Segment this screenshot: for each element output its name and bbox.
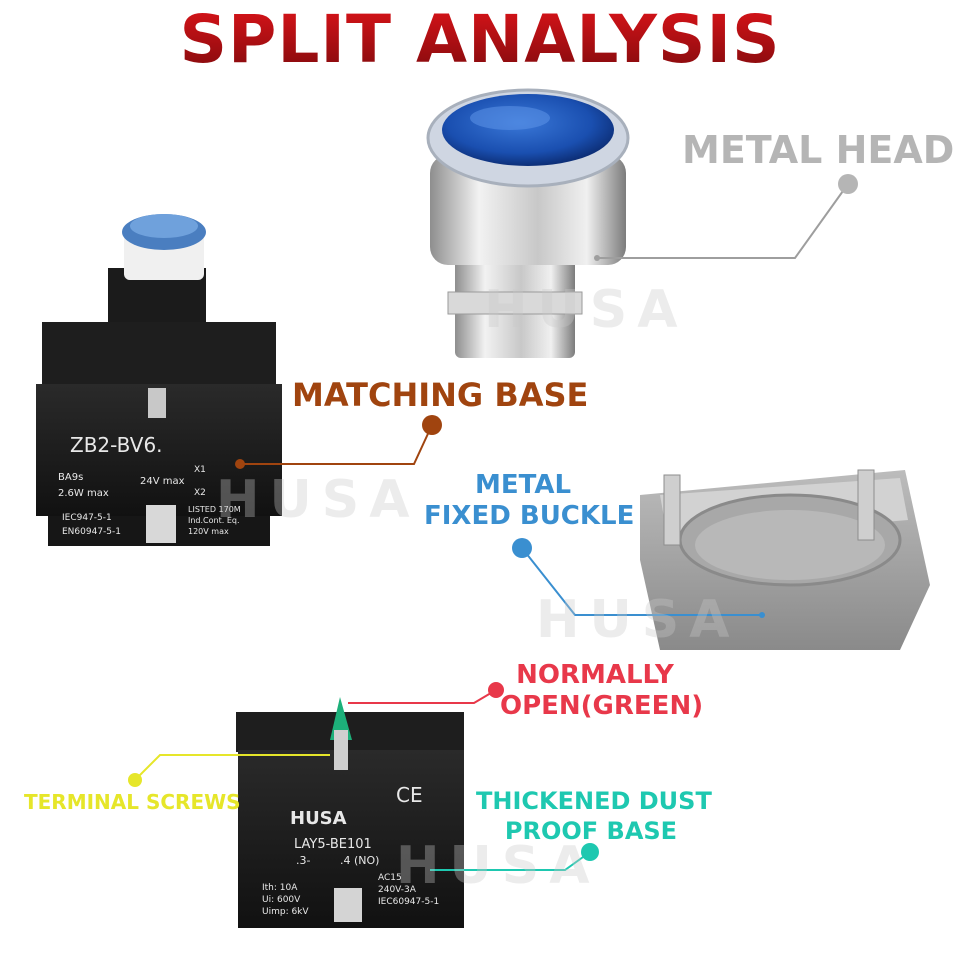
watermark: HUSA — [536, 590, 740, 650]
contact-no-text: .4 (NO) — [340, 854, 379, 867]
normally-open-leader — [348, 689, 497, 704]
terminal-screws-label: TERMINAL SCREWS — [24, 790, 241, 814]
contact-model-text: LAY5-BE101 — [294, 837, 372, 852]
base-lamp-text: BA9s — [58, 472, 83, 483]
contact-ui-text: Ui: 600V — [262, 895, 301, 905]
metal-fixed-buckle-line-1: METAL — [474, 470, 572, 500]
base-power-text: 2.6W max — [58, 488, 109, 499]
matching-base-part: ZB2-BV6. BA9s 2.6W max 24V max X1 X2 IEC… — [36, 214, 282, 546]
base-listed3-text: 120V max — [188, 527, 229, 536]
matching-base-leader — [240, 424, 433, 465]
terminal-screws-leader — [134, 754, 330, 781]
matching-base-label: MATCHING BASE — [292, 376, 589, 414]
contact-ith-text: Ith: 10A — [262, 883, 298, 893]
metal-fixed-buckle-leader — [521, 547, 762, 616]
contact-ce-text: CE — [396, 783, 423, 807]
contact-rating-text: 240V-3A — [378, 885, 417, 895]
base-x1-text: X1 — [194, 465, 206, 475]
contact-terminal-text: .3- — [296, 854, 310, 867]
watermark: HUSA — [396, 836, 600, 896]
contact-ac-text: AC15 — [378, 873, 402, 883]
metal-head-label: METAL HEAD — [682, 128, 955, 172]
metal-head-leader — [597, 183, 849, 259]
metal-fixed-buckle-part — [640, 469, 930, 650]
base-std1-text: IEC947-5-1 — [62, 513, 112, 523]
metal-fixed-buckle-label: METAL FIXED BUCKLE — [424, 470, 635, 532]
metal-head-part — [426, 88, 630, 358]
dust-proof-line-1: THICKENED DUST — [476, 787, 712, 815]
dust-proof-leader — [430, 851, 591, 871]
watermark: HUSA — [216, 470, 420, 530]
base-model-text: ZB2-BV6. — [70, 433, 163, 457]
normally-open-line-1: NORMALLY — [516, 660, 674, 690]
contact-block-part: HUSA CE LAY5-BE101 .3- .4 (NO) Ith: 10A … — [236, 697, 464, 928]
contact-brand-text: HUSA — [290, 808, 347, 829]
metal-fixed-buckle-line-2: FIXED BUCKLE — [424, 501, 635, 531]
dust-proof-label: THICKENED DUST PROOF BASE — [476, 786, 712, 846]
base-x2-text: X2 — [194, 488, 206, 498]
base-listed2-text: Ind.Cont. Eq. — [188, 516, 240, 525]
base-listed1-text: LISTED 170M — [188, 505, 241, 514]
normally-open-label: NORMALLY OPEN(GREEN) — [500, 660, 704, 722]
base-voltage-text: 24V max — [140, 476, 185, 487]
normally-open-line-2: OPEN(GREEN) — [500, 691, 704, 721]
dust-proof-line-2: PROOF BASE — [504, 817, 678, 845]
page-title: SPLIT ANALYSIS — [0, 0, 960, 80]
contact-std-text: IEC60947-5-1 — [378, 897, 439, 907]
watermark: HUSA — [484, 280, 688, 340]
base-std2-text: EN60947-5-1 — [62, 527, 121, 537]
contact-uimp-text: Uimp: 6kV — [262, 907, 309, 917]
